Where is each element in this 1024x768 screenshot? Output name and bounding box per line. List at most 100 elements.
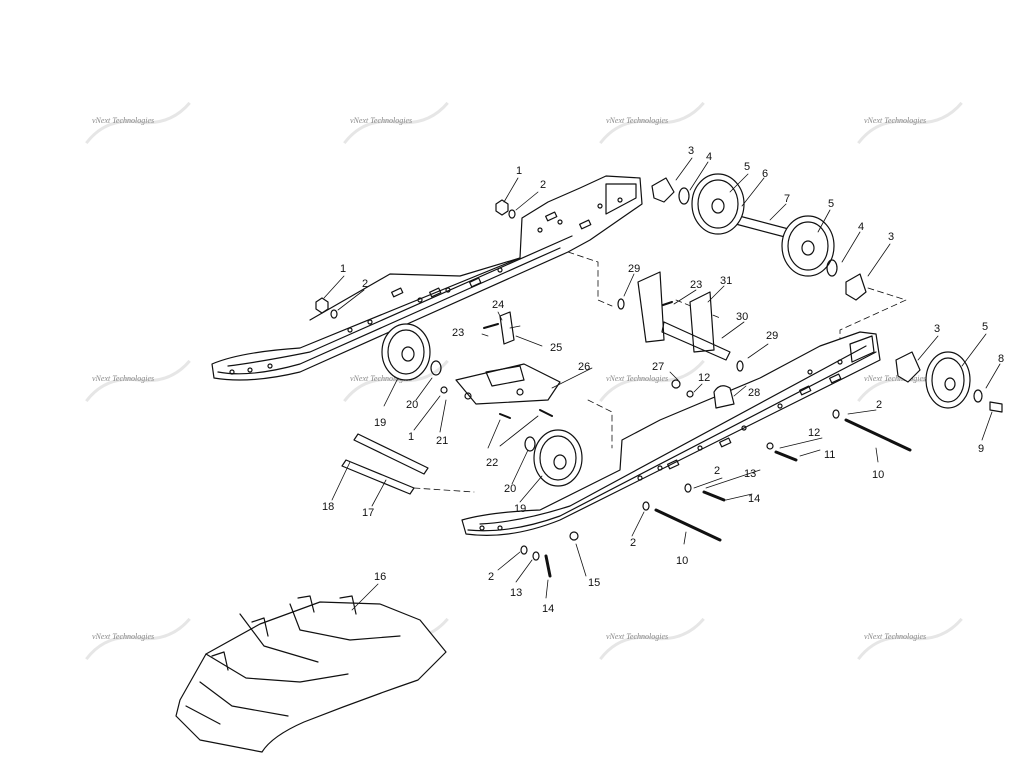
washer-2: [520, 545, 528, 555]
washer-20-lower: [524, 436, 536, 452]
spacer-washer-top-left: [678, 187, 690, 205]
callout-3: 3: [934, 323, 940, 335]
washer-21: [440, 386, 448, 394]
watermark-text: vNext Technologies: [92, 374, 155, 383]
callout-5: 5: [828, 198, 834, 210]
watermark-logo-icon: [343, 101, 449, 145]
callout-24: 24: [492, 299, 504, 311]
callout-17: 17: [362, 507, 374, 519]
washer-2: [832, 409, 840, 419]
watermark-logo-icon: [343, 359, 449, 403]
washer-29-bottom: [736, 360, 744, 372]
bolt-14-right: [702, 490, 726, 502]
watermark-text: vNext Technologies: [606, 632, 669, 641]
idler-wheel-right: [925, 351, 971, 409]
callout-1: 1: [408, 431, 414, 443]
callout-12: 12: [698, 372, 710, 384]
washer-2: [642, 501, 650, 511]
callout-12: 12: [808, 427, 820, 439]
limiter-bracket-left: [637, 271, 665, 343]
callout-2: 2: [714, 465, 720, 477]
callout-10: 10: [676, 555, 688, 567]
bolt-10-right: [844, 418, 912, 452]
callout-2: 2: [488, 571, 494, 583]
watermark-text: vNext Technologies: [864, 116, 927, 125]
washer-12-bottom: [766, 442, 774, 450]
clip-28: [713, 385, 735, 409]
callout-7: 7: [784, 193, 790, 205]
callout-14: 14: [542, 603, 554, 615]
left-slide-rail: [211, 175, 643, 381]
washer-8: [973, 389, 983, 403]
callout-23: 23: [690, 279, 702, 291]
callout-10: 10: [872, 469, 884, 481]
callout-28: 28: [748, 387, 760, 399]
bolt-14-lower: [544, 554, 552, 578]
rear-idler-wheel-right: [781, 215, 835, 277]
watermark: vNext Technologies: [78, 359, 208, 403]
callout-2: 2: [876, 399, 882, 411]
watermark-text: vNext Technologies: [864, 374, 927, 383]
watermark-logo-icon: [599, 101, 705, 145]
callout-19: 19: [374, 417, 386, 429]
nut-15: [569, 531, 579, 541]
pin-22-a: [499, 413, 511, 419]
axle-bracket-right: [895, 351, 921, 383]
pivot-arm-assembly: [455, 311, 561, 405]
watermark-logo-icon: [599, 359, 705, 403]
callout-5: 5: [744, 161, 750, 173]
watermark-text: vNext Technologies: [350, 374, 413, 383]
washer-2: [330, 309, 338, 319]
idler-wheel-lower: [533, 429, 583, 487]
callout-11: 11: [824, 449, 835, 461]
callout-3: 3: [888, 231, 894, 243]
washer-12-top: [686, 390, 694, 398]
watermark: vNext Technologies: [592, 101, 722, 145]
callout-8: 8: [998, 353, 1004, 365]
watermark: vNext Technologies: [592, 617, 722, 661]
watermark-logo-icon: [85, 101, 191, 145]
callout-5: 5: [982, 321, 988, 333]
callout-13: 13: [510, 587, 522, 599]
spacer-washer-top-right: [826, 259, 838, 277]
pin-23: [483, 323, 499, 329]
callout-13: 13: [744, 468, 756, 480]
nut-1: [315, 297, 329, 314]
washer-13: [532, 551, 540, 561]
watermark-logo-icon: [85, 359, 191, 403]
rod-18: [341, 459, 415, 495]
washer-20-upper: [430, 360, 442, 376]
callout-20: 20: [504, 483, 516, 495]
watermark-text: vNext Technologies: [92, 116, 155, 125]
callout-labels: 1 2 1 2 3 4 5 6 7 5 4 3 3 5 8 9 29 23 31…: [322, 145, 1004, 615]
rod-17: [353, 433, 429, 475]
idler-wheel-upper: [381, 323, 431, 381]
callout-25: 25: [550, 342, 562, 354]
bolt-10-lower: [654, 508, 722, 542]
callout-18: 18: [322, 501, 334, 513]
callout-26: 26: [578, 361, 590, 373]
watermark-text: vNext Technologies: [350, 116, 413, 125]
callout-21: 21: [436, 435, 448, 447]
watermark: vNext Technologies: [850, 617, 980, 661]
watermark-text: vNext Technologies: [606, 116, 669, 125]
callout-1: 1: [340, 263, 346, 275]
callout-22: 22: [486, 457, 498, 469]
callout-4: 4: [858, 221, 864, 233]
watermark-text: vNext Technologies: [606, 374, 669, 383]
track-belt: [175, 595, 447, 753]
callout-30: 30: [736, 311, 748, 323]
callout-16: 16: [374, 571, 386, 583]
pin-22-b: [539, 409, 553, 417]
shaft-30: [661, 321, 731, 361]
callout-3: 3: [688, 145, 694, 157]
watermark: vNext Technologies: [336, 359, 466, 403]
watermark-text: vNext Technologies: [92, 632, 155, 641]
callout-14: 14: [748, 493, 760, 505]
washer-2: [684, 483, 692, 493]
nut-1: [495, 199, 509, 216]
watermark-logo-icon: [857, 617, 963, 661]
washer-2: [508, 209, 516, 219]
watermark: vNext Technologies: [78, 101, 208, 145]
